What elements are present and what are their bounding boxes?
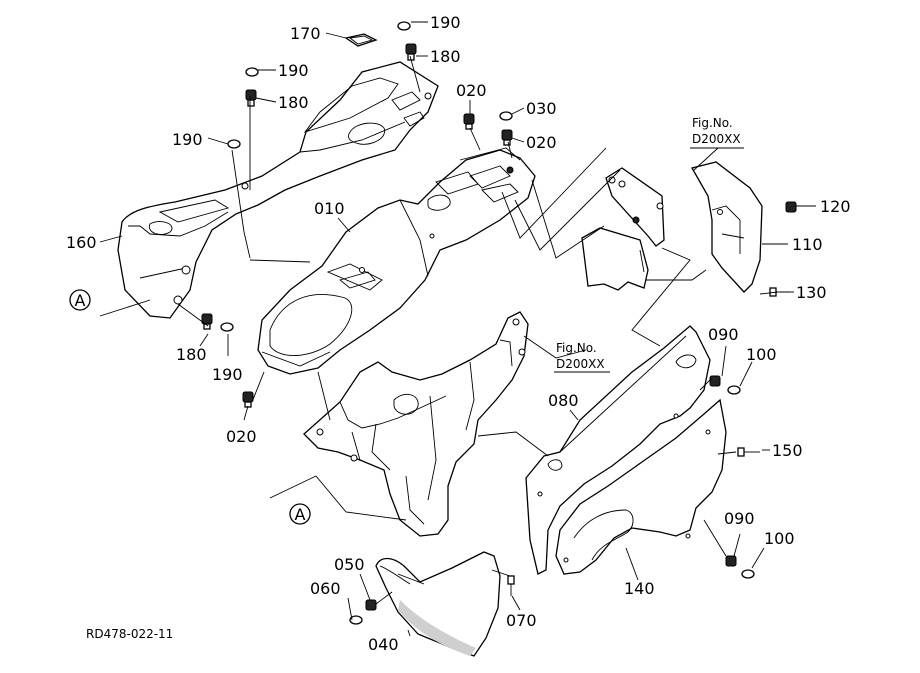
callout-190: 190	[430, 13, 461, 32]
callout-040: 040	[368, 635, 399, 654]
callout-020: 020	[526, 133, 557, 152]
fig-reference-2: Fig.No. D200XX	[554, 341, 610, 373]
fig-ref-line2: D200XX	[556, 357, 605, 371]
callout-100: 100	[764, 529, 795, 548]
callout-160: 160	[66, 233, 97, 252]
callout-180: 180	[278, 93, 309, 112]
callout-120: 120	[820, 197, 851, 216]
callout-180: 180	[176, 345, 207, 364]
section-marker-a-label: A	[75, 291, 86, 310]
callout-190: 190	[212, 365, 243, 384]
callout-170: 170	[290, 24, 321, 43]
section-marker-a-label: A	[295, 505, 306, 524]
fig-ref-line1: Fig.No.	[692, 116, 733, 130]
callout-070: 070	[506, 611, 537, 630]
callout-020: 020	[456, 81, 487, 100]
callout-060: 060	[310, 579, 341, 598]
fasteners	[201, 21, 797, 625]
assembly-lines	[99, 55, 779, 605]
console-part-010	[257, 147, 536, 375]
callout-080: 080	[548, 391, 579, 410]
callout-180: 180	[430, 47, 461, 66]
drawing-ref-code: RD478-022-11	[86, 627, 173, 641]
frame-bracket	[303, 311, 529, 537]
fig-ref-line1: Fig.No.	[556, 341, 597, 355]
callout-110: 110	[792, 235, 823, 254]
callout-100: 100	[746, 345, 777, 364]
callout-020: 020	[226, 427, 257, 446]
part-callouts: 170 190 180 190 180 190 020 030 020 010 …	[66, 13, 851, 654]
callout-090: 090	[724, 509, 755, 528]
lower-cover-040	[375, 551, 501, 657]
callout-030: 030	[526, 99, 557, 118]
side-panel-140	[555, 398, 727, 575]
callout-190: 190	[172, 130, 203, 149]
callout-010: 010	[314, 199, 345, 218]
side-panel-080	[525, 325, 711, 575]
callout-130: 130	[796, 283, 827, 302]
callout-090: 090	[708, 325, 739, 344]
small-bracket	[581, 167, 665, 291]
callout-190: 190	[278, 61, 309, 80]
fig-ref-line2: D200XX	[692, 132, 741, 146]
section-marker-a-top: A	[69, 289, 91, 311]
callout-140: 140	[624, 579, 655, 598]
callout-150: 150	[772, 441, 803, 460]
cover-part-110	[691, 161, 763, 293]
console-part-160	[117, 61, 439, 319]
callout-050: 050	[334, 555, 365, 574]
section-marker-a-bottom: A	[289, 503, 311, 525]
fig-reference-1: Fig.No. D200XX	[690, 116, 744, 149]
callout-leaders	[99, 21, 816, 637]
